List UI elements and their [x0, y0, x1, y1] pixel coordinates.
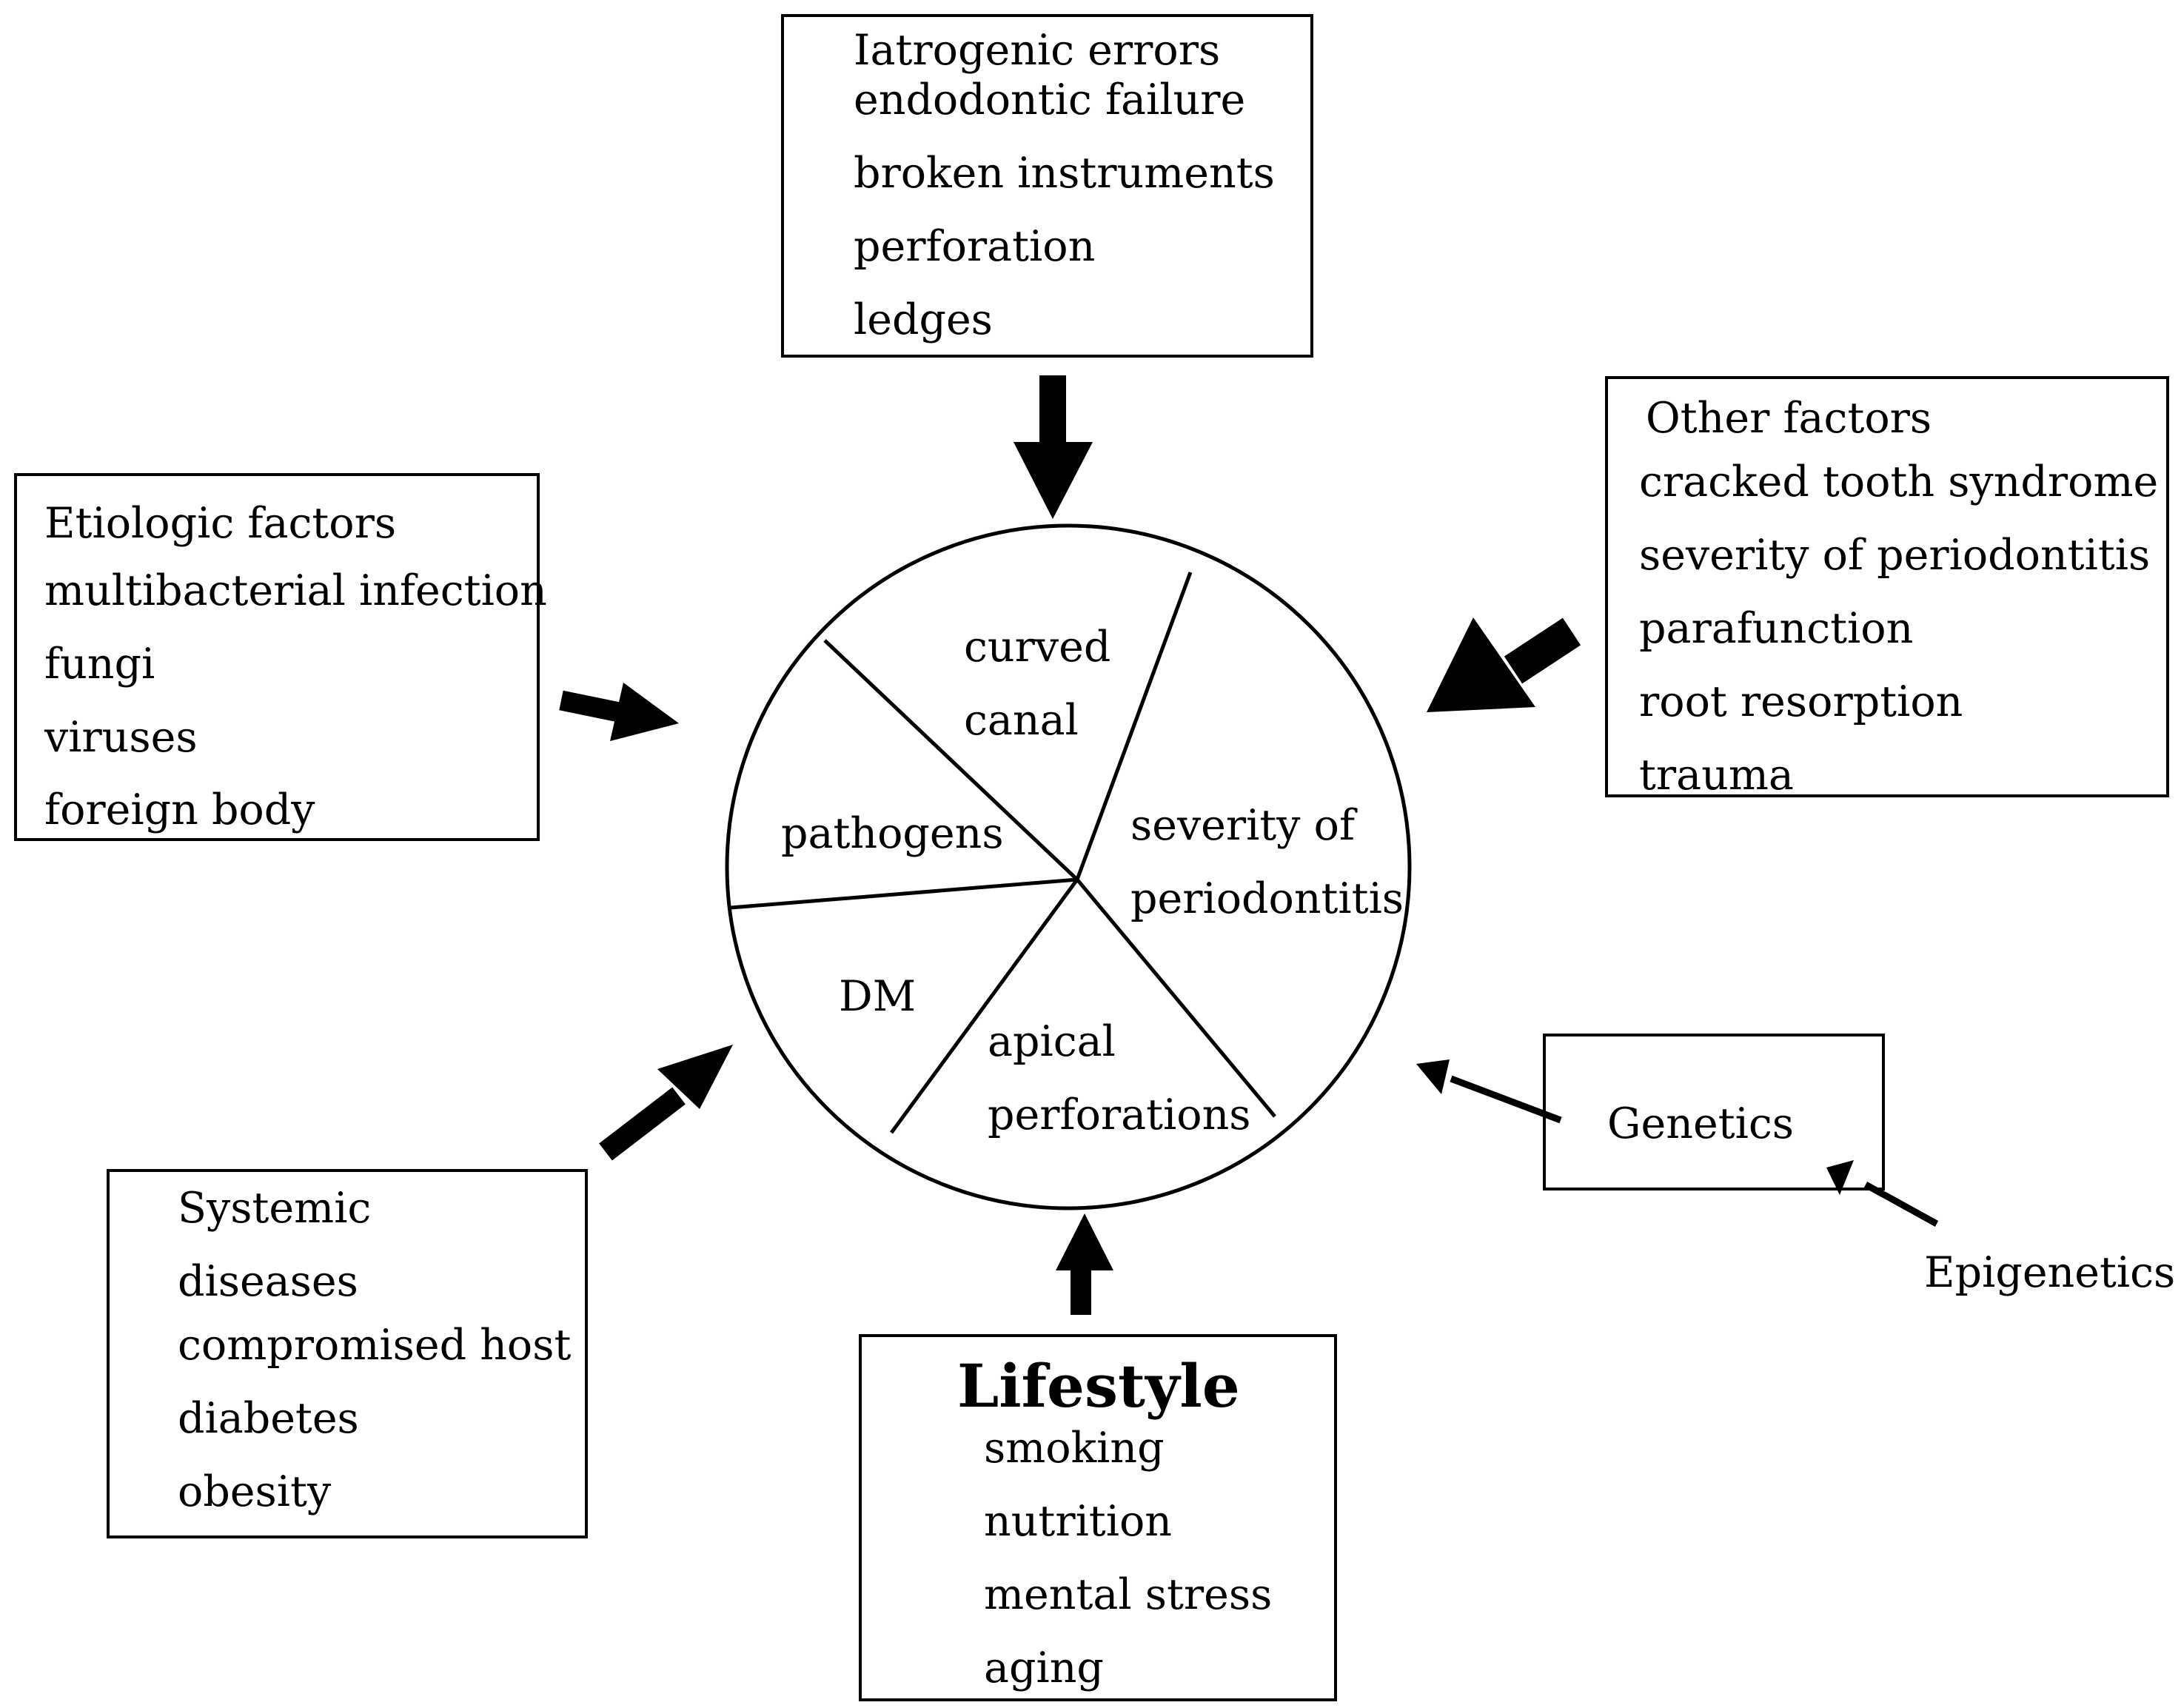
etiologic-item: foreign body	[44, 786, 315, 834]
iatrogenic-title: Iatrogenic errors	[854, 26, 1220, 75]
iatrogenic-item: endodontic failure	[854, 76, 1245, 124]
etiologic-frame	[14, 473, 540, 841]
systemic-item: diseases	[178, 1257, 358, 1306]
sector-apical-line1: apical	[988, 1017, 1116, 1066]
sector-pathogens: pathogens	[781, 809, 1004, 858]
etiologic-item: viruses	[44, 713, 198, 762]
other-factors-item: severity of periodontitis	[1639, 531, 2150, 580]
etiologic-item: multibacterial infection	[44, 566, 547, 615]
systemic-box: Systemic diseases compromised host diabe…	[107, 1169, 588, 1538]
circle-outline	[725, 523, 1412, 1210]
sector-curved-canal-line1: curved	[964, 623, 1110, 672]
other-factors-title: Other factors	[1646, 394, 1932, 443]
arrow-genetics-to-circle	[1416, 1059, 1562, 1124]
arrow-lifestyle-to-circle	[1056, 1213, 1113, 1315]
lifestyle-frame	[859, 1334, 1337, 1701]
sector-dm: DM	[839, 972, 916, 1021]
sector-apical-line2: perforations	[988, 1091, 1251, 1139]
iatrogenic-errors-box: Iatrogenic errors endodontic failure bro…	[781, 14, 1313, 358]
lifestyle-box: Lifestyle smoking nutrition mental stres…	[859, 1334, 1337, 1701]
iatrogenic-frame	[781, 14, 1313, 358]
genetics-title: Genetics	[1607, 1099, 1794, 1148]
other-factors-box: Other factors cracked tooth syndrome sev…	[1605, 376, 2169, 800]
lifestyle-item: smoking	[984, 1424, 1165, 1473]
systemic-item: compromised host	[178, 1321, 571, 1370]
iatrogenic-item: broken instruments	[854, 149, 1275, 198]
divider-pathogens-curved	[823, 639, 1079, 881]
other-factors-frame	[1605, 376, 2169, 797]
other-factors-item: parafunction	[1639, 604, 1913, 653]
lifestyle-item: aging	[984, 1644, 1104, 1692]
sector-severity-line2: periodontitis	[1130, 874, 1404, 923]
iatrogenic-item: perforation	[854, 222, 1095, 271]
lifestyle-item: nutrition	[984, 1497, 1172, 1546]
central-circle: curved canal severity of periodontitis p…	[725, 523, 1412, 1210]
genetics-frame	[1543, 1034, 1885, 1190]
arrow-etiologic-to-circle	[559, 683, 679, 741]
divider-dm-pathogens	[730, 877, 1078, 910]
epigenetics-label: Epigenetics	[1924, 1248, 2175, 1297]
divider-curved-severity	[1075, 572, 1193, 880]
other-factors-item: trauma	[1639, 751, 1794, 800]
etiologic-title: Etiologic factors	[44, 499, 396, 548]
iatrogenic-item: ledges	[854, 295, 993, 344]
other-factors-item: root resorption	[1639, 677, 1963, 726]
systemic-item: diabetes	[178, 1394, 359, 1443]
etiologic-factors-box: Etiologic factors multibacterial infecti…	[14, 473, 547, 841]
lifestyle-item: mental stress	[984, 1570, 1272, 1619]
systemic-title: Systemic	[178, 1184, 371, 1233]
genetics-box: Genetics	[1543, 1034, 1885, 1190]
systemic-item: obesity	[178, 1467, 332, 1516]
divider-severity-apical	[1076, 878, 1276, 1118]
sector-severity-line1: severity of	[1130, 801, 1358, 850]
systemic-frame	[107, 1169, 588, 1538]
arrow-iatrogenic-to-circle	[1014, 375, 1093, 519]
arrow-systemic-to-circle	[599, 1045, 733, 1161]
other-factors-item: cracked tooth syndrome	[1639, 458, 2158, 506]
sector-curved-canal-line2: canal	[964, 696, 1079, 745]
divider-apical-dm	[889, 878, 1079, 1134]
arrow-epigenetics-to-genetics	[1826, 1160, 1939, 1227]
arrow-other-to-circle	[1427, 617, 1581, 712]
lifestyle-title: Lifestyle	[957, 1351, 1240, 1421]
etiologic-item: fungi	[44, 640, 155, 689]
